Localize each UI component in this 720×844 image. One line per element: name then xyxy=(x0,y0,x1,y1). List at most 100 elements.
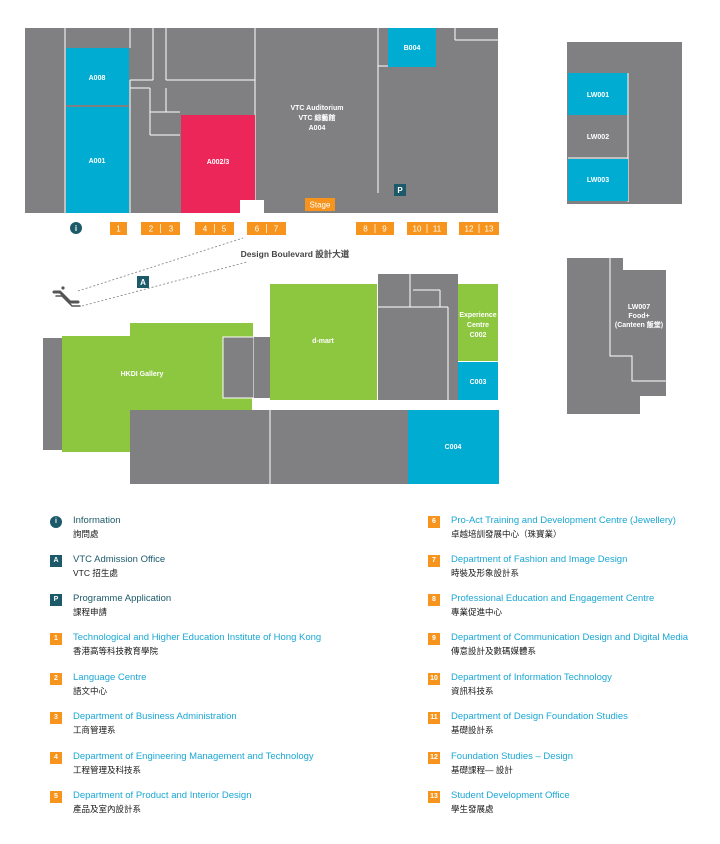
legend-label-zh: 課程申請 xyxy=(73,607,108,617)
marker-8-label: 8 xyxy=(363,225,368,234)
west-block xyxy=(43,338,62,450)
legend-label-zh: 基礎課程— 設計 xyxy=(451,765,513,775)
legend-label-zh: 卓越培訓發展中心（珠寶業） xyxy=(451,529,562,539)
room-a001[interactable] xyxy=(66,107,129,213)
legend-item-11: 11 Department of Design Foundation Studi… xyxy=(428,711,713,745)
legend-label-zh: 產品及室內設計系 xyxy=(73,804,142,814)
number-badge-2: 2 xyxy=(50,673,62,685)
marker-5-label: 5 xyxy=(222,225,227,234)
info-marker-label: i xyxy=(75,224,77,233)
marker-10-label: 10 xyxy=(413,225,422,234)
department-markers: i 1 2 3 4 5 6 7 8 9 10 11 12 13 xyxy=(70,222,499,235)
room-a002[interactable] xyxy=(181,115,255,213)
legend-label-en: Foundation Studies – Design xyxy=(451,751,573,762)
legend-label-en: Department of Information Technology xyxy=(451,672,612,683)
legend-item-2: 2 Language Centre 語文中心 xyxy=(50,672,350,706)
building-lw-south: LW007 Food+ (Canteen 飯堂) xyxy=(567,258,666,414)
legend-item-10: 10 Department of Information Technology … xyxy=(428,672,713,706)
marker-7-label: 7 xyxy=(274,225,279,234)
legend-label-zh: 工程管理及科技系 xyxy=(73,765,142,775)
info-icon: i xyxy=(50,516,62,528)
legend-label-en: Department of Product and Interior Desig… xyxy=(73,790,252,801)
experience-centre-label-2: Centre xyxy=(467,322,489,329)
room-lw007-canteen: (Canteen 飯堂) xyxy=(615,320,663,329)
room-lw001-label: LW001 xyxy=(587,92,609,99)
programme-application-marker[interactable] xyxy=(394,184,406,196)
legend-item-5: 5 Department of Product and Interior Des… xyxy=(50,790,350,824)
admission-icon: A xyxy=(50,555,62,567)
building-a: A008 A001 A002/3 B004 VTC Auditorium VTC… xyxy=(25,28,498,213)
room-c003[interactable] xyxy=(458,362,498,400)
room-lw003[interactable] xyxy=(568,159,628,201)
room-experience-centre[interactable] xyxy=(458,284,498,361)
marker-1[interactable] xyxy=(110,222,127,235)
experience-centre-label-1: Experience xyxy=(459,312,496,319)
number-badge-4: 4 xyxy=(50,752,62,764)
legend-label-en: Department of Communication Design and D… xyxy=(451,632,689,643)
marker-2-label: 2 xyxy=(149,225,154,234)
legend-item-4: 4 Department of Engineering Management a… xyxy=(50,751,350,785)
legend-item-programme: P Programme Application 課程申請 xyxy=(50,593,350,627)
legend-label-en: Language Centre xyxy=(73,672,147,683)
number-badge-12: 12 xyxy=(428,752,440,764)
legend-item-13: 13 Student Development Office 學生發展處 xyxy=(428,790,713,824)
room-lw002-label: LW002 xyxy=(587,134,609,141)
legend-item-8: 8 Professional Education and Engagement … xyxy=(428,593,713,627)
info-marker[interactable] xyxy=(70,222,82,234)
marker-6-label: 6 xyxy=(255,225,260,234)
legend-label-zh: 資訊科技系 xyxy=(451,686,494,696)
room-c004[interactable] xyxy=(408,410,499,484)
escalator-icon xyxy=(52,286,81,307)
legend-label-en: Technological and Higher Education Insti… xyxy=(73,632,322,643)
building-a-notch xyxy=(240,200,264,213)
marker-11-label: 11 xyxy=(433,225,442,234)
admission-office-marker[interactable] xyxy=(137,276,149,288)
number-badge-5: 5 xyxy=(50,791,62,803)
floor-plan-map: A008 A001 A002/3 B004 VTC Auditorium VTC… xyxy=(25,28,682,484)
legend-label-zh: 基礎設計系 xyxy=(451,725,494,735)
number-badge-6: 6 xyxy=(428,516,440,528)
number-badge-13: 13 xyxy=(428,791,440,803)
legend-label-zh: 香港高等科技教育學院 xyxy=(73,646,159,656)
room-lw007[interactable] xyxy=(567,258,666,414)
room-lw001[interactable] xyxy=(568,73,628,115)
marker-9-label: 9 xyxy=(382,225,387,234)
number-badge-9: 9 xyxy=(428,633,440,645)
corridor-block xyxy=(254,337,270,398)
room-dmart[interactable] xyxy=(270,284,377,400)
legend-label-zh: 語文中心 xyxy=(73,686,108,696)
room-b004[interactable] xyxy=(388,28,436,67)
legend-label-zh: 學生發展處 xyxy=(451,804,494,814)
legend-label-en: Department of Design Foundation Studies xyxy=(451,711,628,722)
hkdi-gallery-label: HKDI Gallery xyxy=(121,371,164,378)
room-c004-label: C004 xyxy=(445,444,462,451)
room-a008[interactable] xyxy=(66,48,129,105)
marker-13-label: 13 xyxy=(485,225,494,234)
room-c003-label: C003 xyxy=(470,379,487,386)
legend-label-zh: 工商管理系 xyxy=(73,725,116,735)
legend-item-info: i Information 詢問處 xyxy=(50,515,350,549)
room-b004-label: B004 xyxy=(404,45,421,52)
programme-icon: P xyxy=(50,594,62,606)
legend-item-admission: A VTC Admission Office VTC 招生處 xyxy=(50,554,350,588)
legend-label-en: Information xyxy=(73,515,121,526)
legend-item-6: 6 Pro-Act Training and Development Centr… xyxy=(428,515,713,549)
legend-label-en: VTC Admission Office xyxy=(73,554,166,565)
marker-12-label: 12 xyxy=(465,225,474,234)
number-badge-7: 7 xyxy=(428,555,440,567)
legend-label-en: Student Development Office xyxy=(451,790,570,801)
marker-4-label: 4 xyxy=(203,225,208,234)
auditorium-name-en: VTC Auditorium xyxy=(290,105,343,112)
auditorium-name-zh: VTC 綜藝館 xyxy=(299,113,336,122)
design-boulevard-label: Design Boulevard 設計大道 xyxy=(241,249,350,259)
building-a-walls xyxy=(64,28,498,213)
number-badge-10: 10 xyxy=(428,673,440,685)
legend-item-7: 7 Department of Fashion and Image Design… xyxy=(428,554,713,588)
stage-marker[interactable] xyxy=(305,198,335,211)
escalator-walkway xyxy=(77,237,248,307)
central-block xyxy=(378,274,458,400)
legend-label-en: Department of Engineering Management and… xyxy=(73,751,314,762)
legend-item-9: 9 Department of Communication Design and… xyxy=(428,632,713,666)
stage-label: Stage xyxy=(310,201,331,210)
room-lw007-code: LW007 xyxy=(628,304,650,311)
